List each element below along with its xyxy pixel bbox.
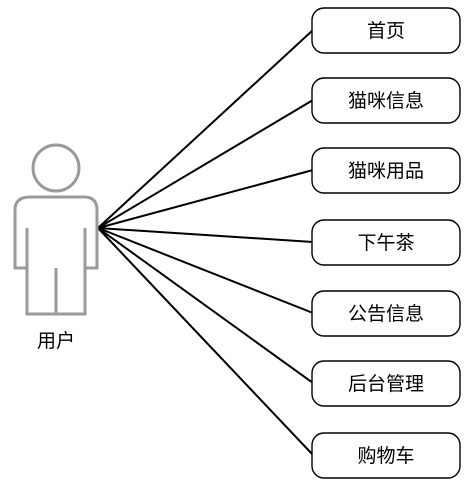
use-case-label: 购物车 [357, 445, 414, 467]
association-line [97, 169, 314, 229]
use-case-label: 猫咪信息 [348, 90, 424, 112]
use-case-box[interactable] [311, 219, 461, 266]
use-case-label: 后台管理 [348, 373, 424, 395]
use-case-label: 猫咪用品 [348, 160, 424, 182]
use-case-label: 公告信息 [348, 303, 424, 325]
actor-body [13, 195, 99, 316]
use-case-label: 首页 [367, 20, 405, 42]
use-case-box[interactable] [311, 147, 461, 194]
actor-label: 用户 [37, 330, 75, 352]
association-line [97, 227, 314, 384]
use-case-6[interactable]: 后台管理 [311, 360, 461, 407]
association-line [97, 227, 314, 456]
use-case-box[interactable] [311, 432, 461, 479]
use-case-box[interactable] [311, 77, 461, 124]
use-case-label: 下午茶 [357, 232, 414, 254]
association-lines [97, 29, 314, 456]
user-icon [13, 143, 99, 316]
use-case-7[interactable]: 购物车 [311, 432, 461, 479]
association-line [97, 29, 314, 229]
use-case-2[interactable]: 猫咪信息 [311, 77, 461, 124]
use-case-1[interactable]: 首页 [311, 7, 461, 54]
association-line [97, 227, 314, 314]
use-case-box[interactable] [311, 290, 461, 337]
association-line [97, 227, 314, 243]
actor-head [31, 143, 81, 193]
use-case-3[interactable]: 猫咪用品 [311, 147, 461, 194]
use-case-4[interactable]: 下午茶 [311, 219, 461, 266]
association-line [97, 99, 314, 229]
use-case-box[interactable] [311, 7, 461, 54]
use-case-box[interactable] [311, 360, 461, 407]
use-case-5[interactable]: 公告信息 [311, 290, 461, 337]
